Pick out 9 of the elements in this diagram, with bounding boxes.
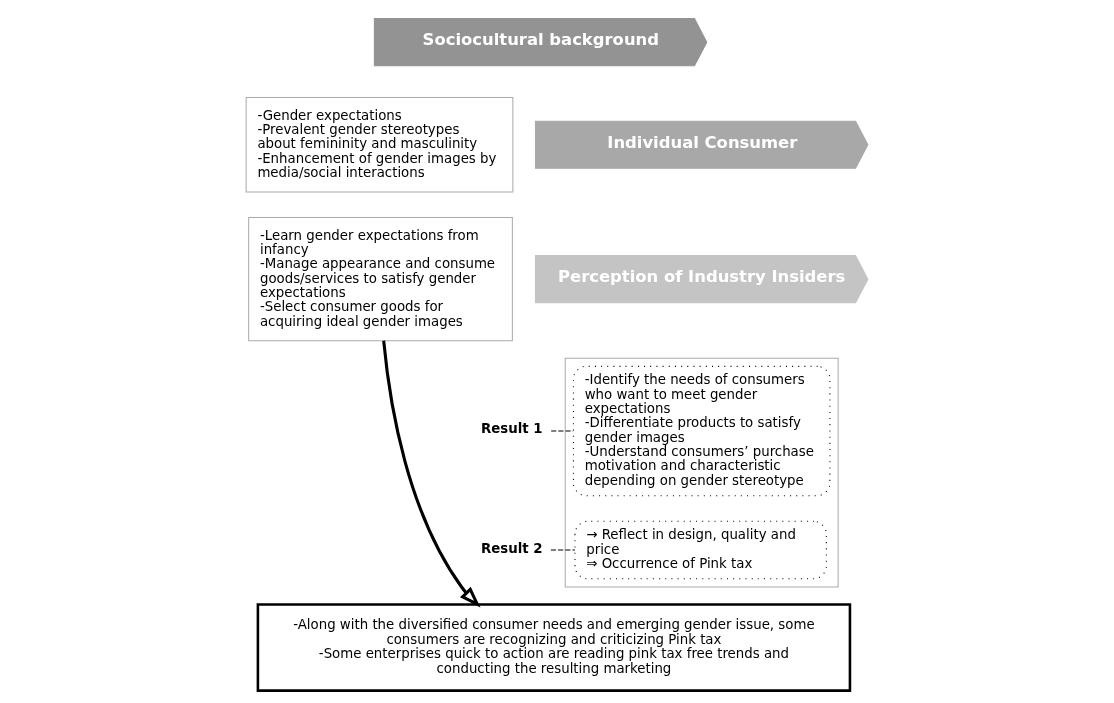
node-box: -Along with the diversified consumer needs and emerging gender issue, some consumers are recognizing and criticizing Pink tax -Some enterprises quick to action are reading pink tax free trends and conducting the resulting marketing bbox=[256, 603, 852, 692]
node-text: Result 2 bbox=[481, 540, 543, 556]
node-box: -Gender expectations -Prevalent gender stereotypes about femininity and masculinity -Enhancement of gender images by media/social interactions bbox=[245, 97, 514, 193]
node-text: Result 1 bbox=[481, 421, 543, 437]
node-box: -Identify the needs of consumers who want to meet gender expectations -Differentiate products to satisfy gender images -Understand consumers’ purchase motivation and characteristic depending on gender stereotype bbox=[572, 365, 831, 497]
node-box: -Learn gender expectations from infancy -Manage appearance and consume goods/services to satisfy gender expectations -Select consumer goods for acquiring ideal gender images bbox=[248, 217, 513, 342]
arrow bbox=[382, 340, 481, 608]
cluster bbox=[564, 357, 839, 588]
node-box: → Reflect in design, quality and price ⇒ Occurrence of Pink tax bbox=[574, 520, 827, 580]
